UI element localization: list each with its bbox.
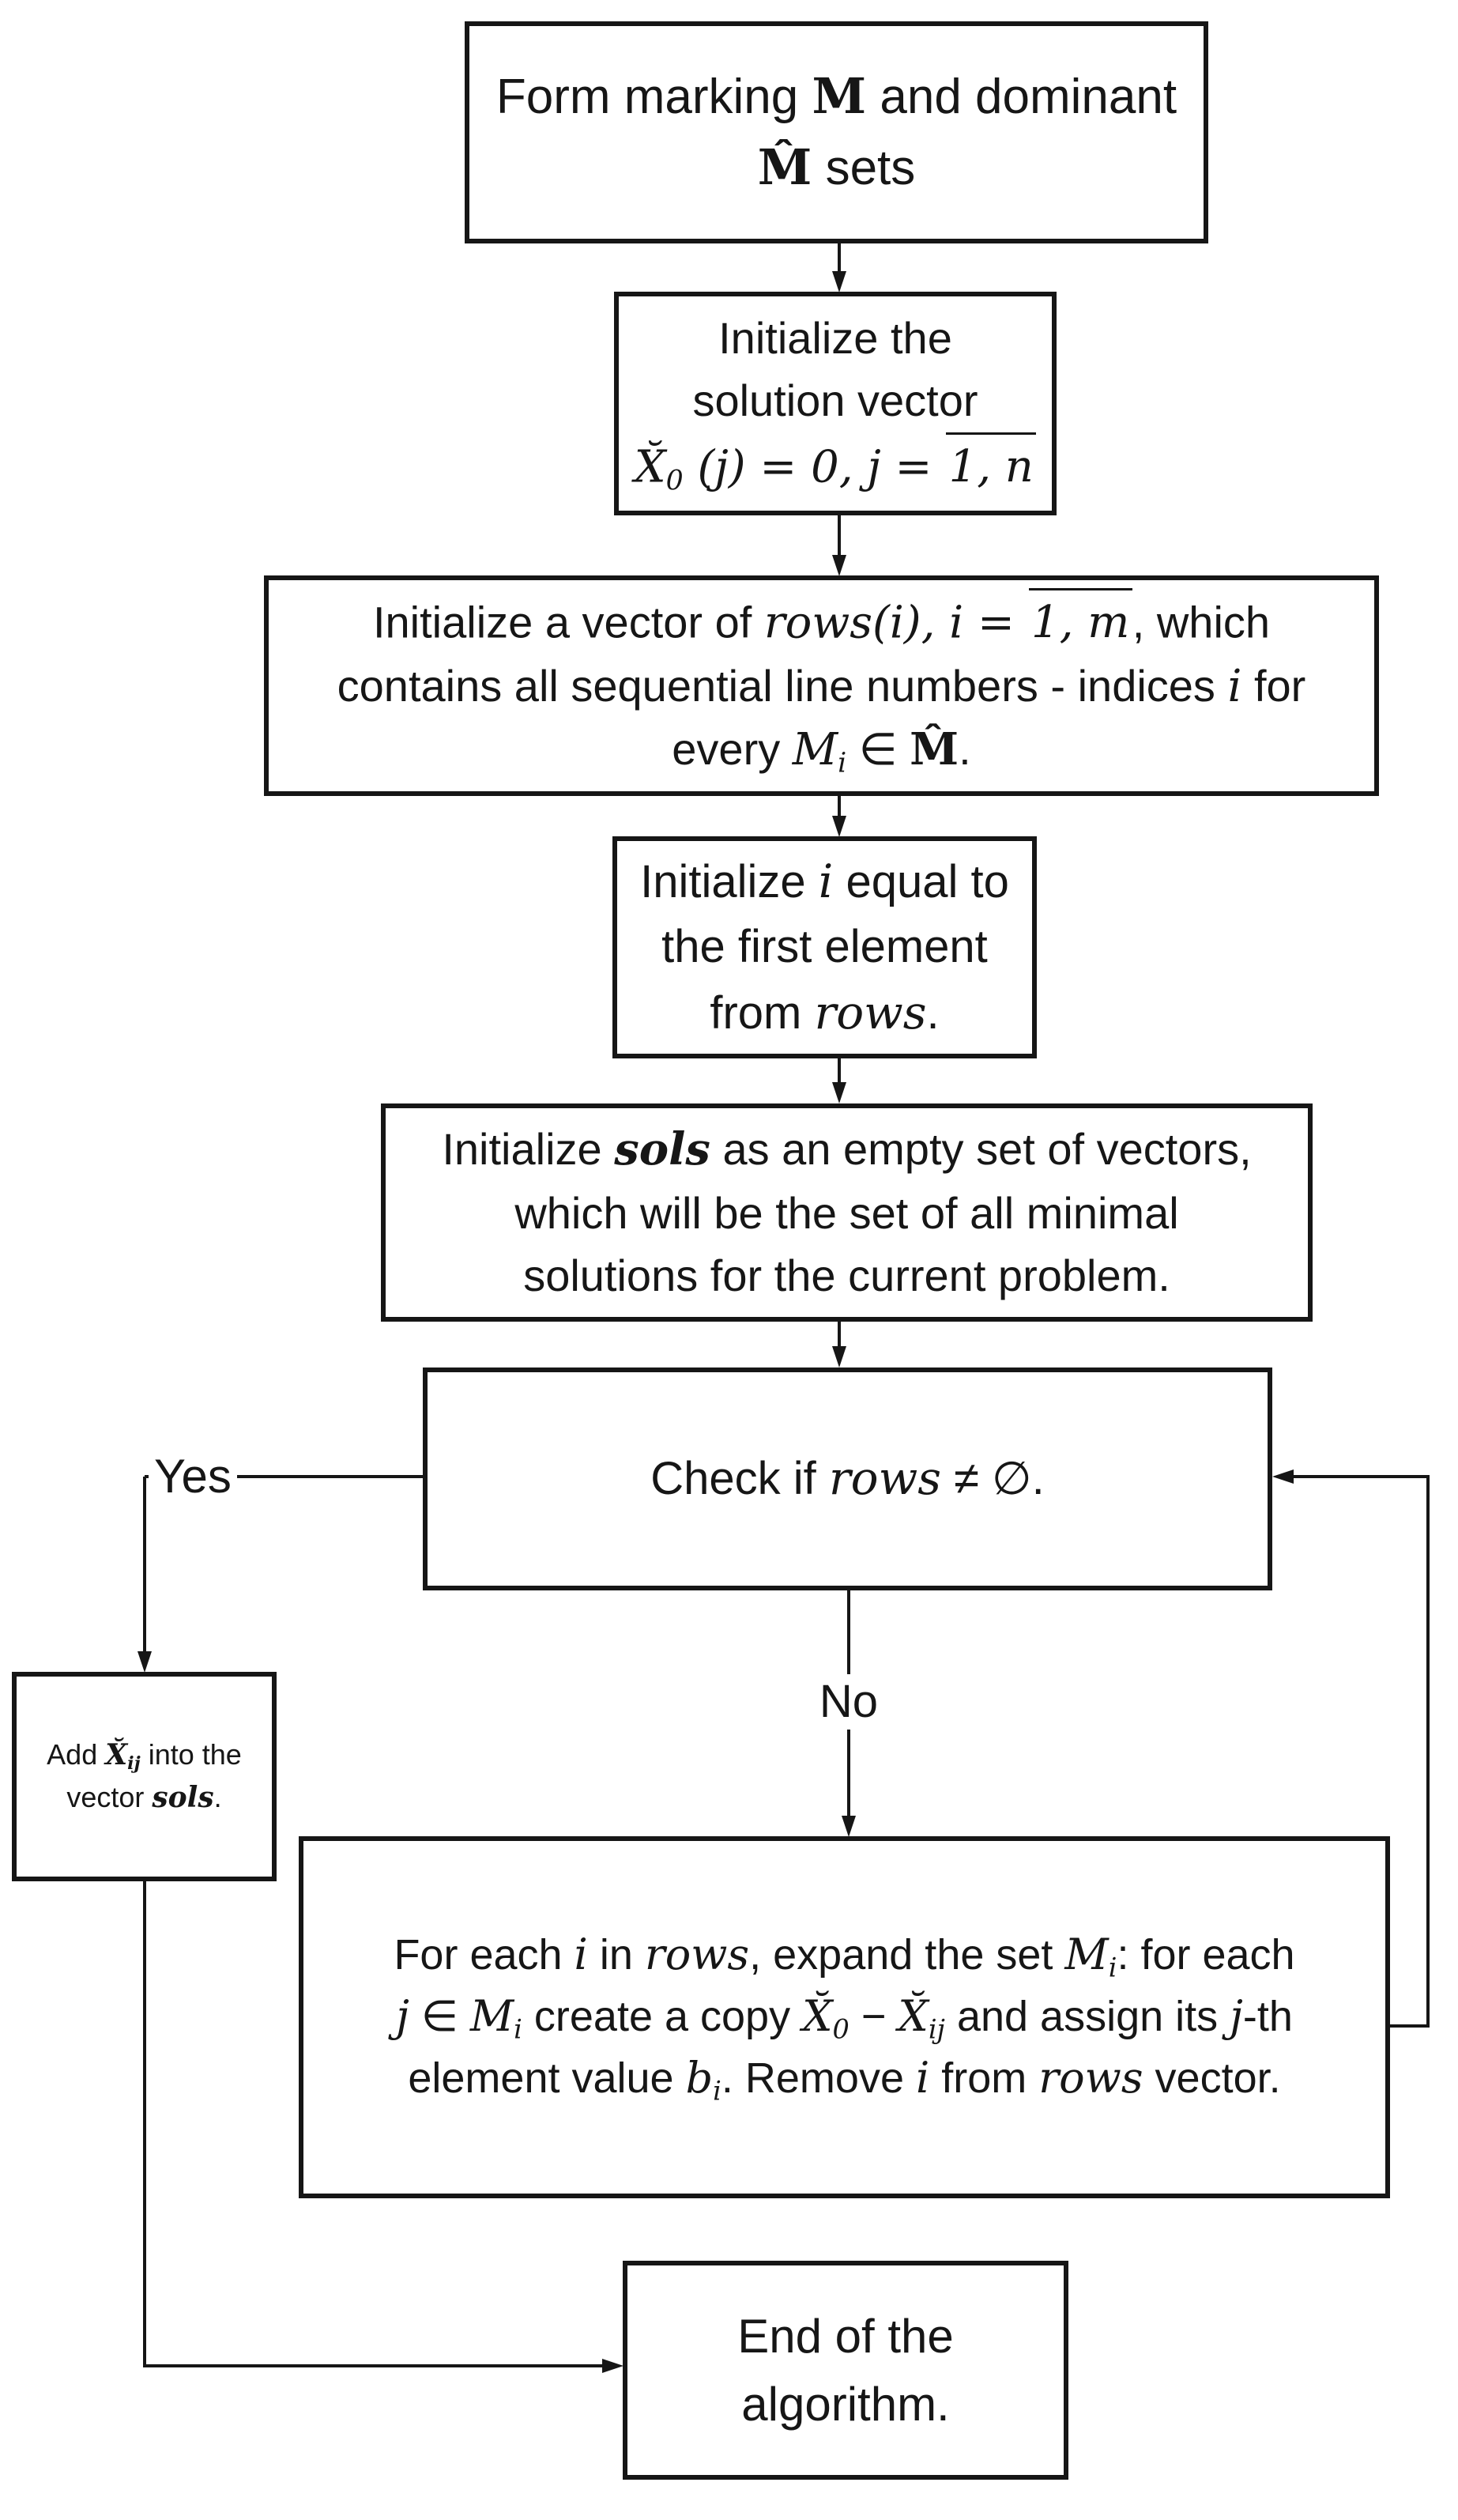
box-text-line: Initialize sols as an empty set of vecto…: [442, 1123, 1252, 1176]
box-add-solution: Add X̆ij into the vector sols.: [12, 1672, 277, 1881]
arrowhead-left-icon: [1272, 1469, 1294, 1484]
box-text-line: solutions for the current problem.: [523, 1251, 1170, 1301]
box-init-rows-vector: Initialize a vector of rows(i), i = 1, m…: [264, 575, 1379, 796]
box-text-line: Initialize a vector of rows(i), i = 1, m…: [373, 587, 1270, 655]
add-to-end-horizontal-line: [143, 2364, 602, 2367]
box-text-line: Check if rows ≠ ∅.: [650, 1451, 1045, 1506]
box-text-line: j ∈ Mi create a copy X̆0 − X̆ij and assi…: [396, 1991, 1293, 2045]
feedback-loop-top-line: [1294, 1475, 1430, 1478]
arrow-initrows-to-initi: [838, 796, 841, 817]
feedback-loop-vertical-line: [1426, 1477, 1430, 2028]
box-text-line: Form marking M and dominant: [495, 67, 1177, 126]
arrowhead-right-icon: [602, 2359, 624, 2373]
box-check-rows: Check if rows ≠ ∅.: [423, 1368, 1272, 1590]
box-text-line: vector sols.: [66, 1781, 222, 1815]
add-to-end-vertical-line: [143, 1881, 146, 2367]
label-no: No: [801, 1674, 896, 1730]
box-text-line: solution vector: [692, 375, 978, 426]
arrow-initvector-to-initrows: [838, 515, 841, 556]
arrowhead-down-icon: [832, 1082, 846, 1103]
box-text-line: End of the: [737, 2310, 954, 2363]
yes-branch-horizontal-line: [145, 1475, 423, 1478]
box-text-line: contains all sequential line numbers - i…: [337, 660, 1306, 712]
box-text-line: element value bi. Remove i from rows vec…: [408, 2052, 1281, 2107]
box-text-line: which will be the set of all minimal: [514, 1187, 1179, 1238]
yes-branch-vertical-line: [143, 1477, 146, 1652]
arrowhead-down-icon: [138, 1651, 152, 1673]
box-init-sols: Initialize sols as an empty set of vecto…: [381, 1103, 1313, 1322]
box-text-line: from rows.: [710, 985, 940, 1039]
arrowhead-down-icon: [832, 1346, 846, 1368]
box-text-line: algorithm.: [741, 2377, 950, 2431]
box-text-line: Add X̆ij into the: [47, 1738, 242, 1775]
box-text-line: X̆0 (j) = 0, j = 1, n: [635, 432, 1037, 501]
box-expand-set: For each i in rows, expand the set Mi: f…: [299, 1836, 1390, 2198]
box-text-line: the first element: [661, 921, 988, 973]
arrowhead-down-icon: [832, 555, 846, 576]
box-text-line: Initialize the: [718, 312, 952, 363]
box-text-line: Initialize i equal to: [640, 854, 1009, 908]
arrow-initi-to-initsols: [838, 1058, 841, 1084]
box-end-algorithm: End of the algorithm.: [623, 2261, 1068, 2480]
arrow-form-to-initvector: [838, 243, 841, 273]
box-init-i: Initialize i equal to the first element fr…: [612, 836, 1037, 1058]
box-text-line: M̂ sets: [757, 138, 916, 196]
box-text-line: every Mi ∈ M̂.: [672, 723, 971, 780]
arrowhead-down-icon: [832, 816, 846, 837]
arrow-initsols-to-check: [838, 1322, 841, 1348]
arrowhead-down-icon: [842, 1816, 856, 1837]
feedback-loop-stub-line: [1390, 2024, 1430, 2028]
box-text-line: For each i in rows, expand the set Mi: f…: [394, 1930, 1295, 1983]
box-form-marking: Form marking M and dominant M̂ sets: [465, 21, 1208, 243]
arrowhead-down-icon: [832, 271, 846, 292]
label-yes: Yes: [149, 1449, 237, 1504]
